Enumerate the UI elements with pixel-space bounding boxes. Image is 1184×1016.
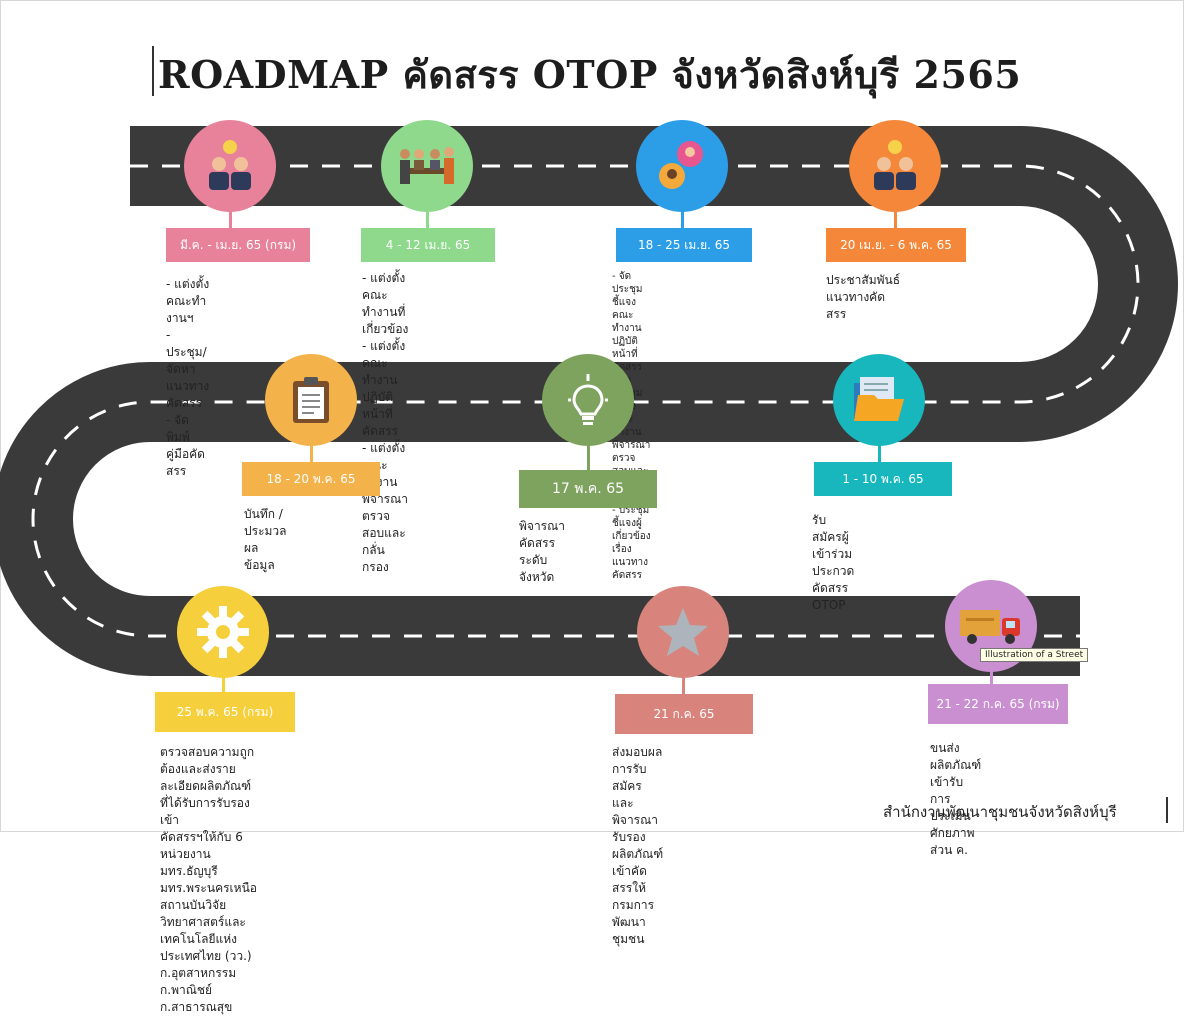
milestone-stem [878, 438, 881, 464]
milestone-date-label: 18 - 20 พ.ค. 65 [242, 462, 380, 496]
lightbulb-icon [542, 354, 634, 446]
gear-icon [177, 586, 269, 678]
footer-organization: สำนักงานพัฒนาชุมชนจังหวัดสิงห์บุรี [883, 803, 1117, 821]
avatars-icon [636, 120, 728, 212]
star-icon [637, 586, 729, 678]
clipboard-icon [265, 354, 357, 446]
milestone-stem [990, 664, 993, 690]
milestone-stem [426, 204, 429, 230]
milestone-date-label: มี.ค. - เม.ย. 65 (กรม) [166, 228, 310, 262]
milestone-stem [229, 204, 232, 230]
milestone-stem [682, 670, 685, 696]
milestone-stem [894, 204, 897, 230]
folder-icon [833, 354, 925, 446]
milestone-date-label: 21 ก.ค. 65 [615, 694, 753, 734]
milestone-notes: ประชาสัมพันธ์แนวทางคัดสรร [826, 273, 901, 321]
milestone-date-label: 18 - 25 เม.ย. 65 [616, 228, 752, 262]
milestone-date-label: 20 เม.ย. - 6 พ.ค. 65 [826, 228, 966, 262]
milestone-notes: - แต่งตั้งคณะทำงานที่เกี่ยวข้อง - แต่งตั… [362, 271, 409, 574]
milestone-date-label: 21 - 22 ก.ค. 65 (กรม) [928, 684, 1068, 724]
milestone-date-label: 1 - 10 พ.ค. 65 [814, 462, 952, 496]
people-lightbulb-icon [849, 120, 941, 212]
milestone-stem [681, 204, 684, 230]
milestone-date-label: 25 พ.ค. 65 (กรม) [155, 692, 295, 732]
milestone-date-label: 17 พ.ค. 65 [519, 470, 657, 508]
image-tooltip: Illustration of a Street [980, 648, 1089, 662]
milestone-notes: ตรวจสอบความถูกต้องและส่งรายละเอียดผลิตภั… [160, 745, 257, 1014]
milestone-stem [310, 438, 313, 464]
footer-cursor-bar [1166, 797, 1168, 823]
milestone-notes: ส่งมอบผลการรับสมัครและพิจารณารับรองผลิตภ… [612, 745, 664, 946]
page-title: ROADMAP คัดสรร OTOP จังหวัดสิงห์บุรี 256… [158, 52, 1022, 97]
road-lane-markings [31, 164, 1140, 638]
milestone-stem [222, 670, 225, 696]
team-meeting-icon [381, 120, 473, 212]
title-accent-bar [152, 46, 154, 96]
milestone-date-label: 4 - 12 เม.ย. 65 [361, 228, 495, 262]
milestone-notes: บันทึก /ประมวลผลข้อมูล [244, 507, 287, 572]
milestone-notes: - แต่งตั้งคณะทำงานฯ - ประชุม/จัดหาแนวทาง… [166, 277, 210, 478]
milestone-stem [587, 438, 590, 472]
people-lightbulb-icon [184, 120, 276, 212]
milestone-notes: พิจารณาคัดสรรระดับจังหวัด [519, 519, 565, 584]
milestone-notes: รับสมัครผู้เข้าร่วมประกวดคัดสรร OTOP [812, 513, 855, 612]
